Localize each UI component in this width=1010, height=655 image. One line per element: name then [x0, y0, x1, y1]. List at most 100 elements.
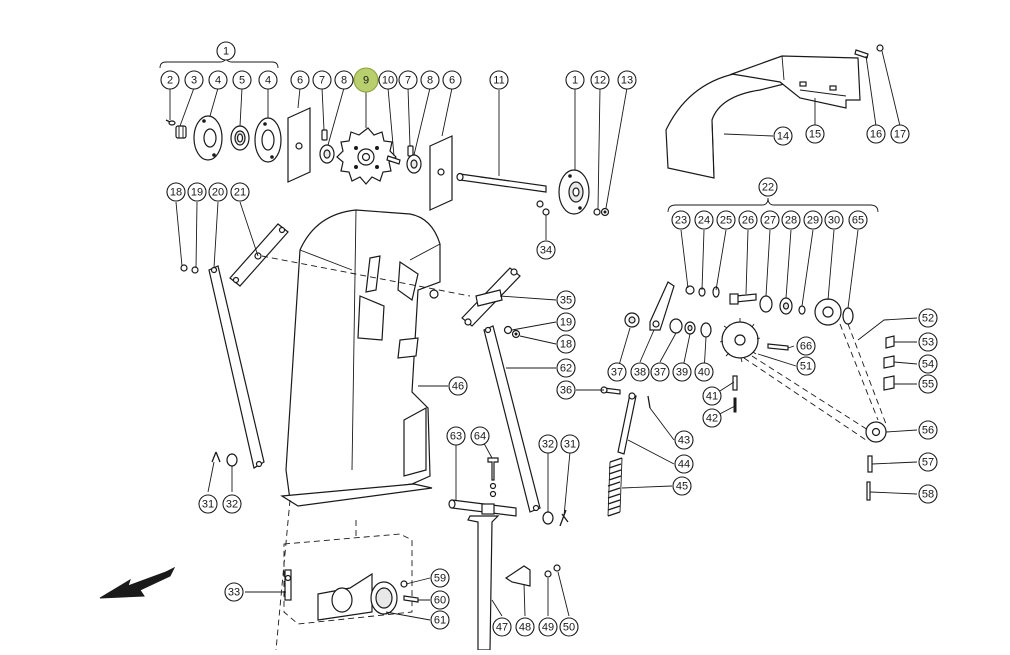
spring-part-45 — [607, 457, 623, 517]
callout-number: 18 — [170, 187, 182, 199]
callout-61: 61 — [430, 610, 450, 630]
callout-1: 1 — [565, 70, 585, 90]
callout-8: 8 — [334, 70, 354, 90]
callout-64: 64 — [470, 426, 490, 446]
plate-part-6-right — [429, 135, 453, 211]
pin-part-31-left — [211, 451, 221, 463]
callout-33: 33 — [224, 582, 244, 602]
callout-49: 49 — [538, 617, 558, 637]
callout-18: 18 — [556, 334, 576, 354]
washers-part-34 — [536, 200, 550, 216]
callout-10: 10 — [378, 70, 398, 90]
callout-56: 56 — [918, 420, 938, 440]
callout-11: 11 — [489, 70, 509, 90]
callout-48: 48 — [515, 617, 535, 637]
seal-ring-part-61 — [370, 581, 398, 615]
washer-part-19-left — [191, 266, 199, 274]
callout-63: 63 — [446, 426, 466, 446]
callout-number: 61 — [434, 615, 446, 627]
callout-number: 3 — [191, 75, 197, 87]
leader-lines — [169, 50, 918, 621]
bushing-part-37-left — [624, 312, 640, 328]
rod-part-44 — [617, 392, 637, 455]
callout-7: 7 — [398, 70, 418, 90]
flange-part-4-left — [193, 115, 223, 161]
washer-part-29 — [798, 305, 806, 315]
callout-number: 4 — [215, 75, 221, 87]
tie-rod-part-62 — [483, 325, 541, 513]
callout-number: 7 — [405, 75, 411, 87]
bolt-part-10 — [386, 155, 401, 165]
callout-number: 16 — [870, 129, 882, 141]
callout-number: 48 — [519, 622, 531, 634]
callout-32: 32 — [222, 494, 242, 514]
callout-number: 17 — [894, 129, 906, 141]
callout-37: 37 — [650, 362, 670, 382]
callout-number: 8 — [341, 75, 347, 87]
callout-number: 45 — [676, 481, 688, 493]
bolt-part-33 — [284, 569, 292, 601]
callout-number: 38 — [634, 367, 646, 379]
callout-39: 39 — [672, 362, 692, 382]
callout-number: 50 — [563, 622, 575, 634]
callout-62: 62 — [556, 358, 576, 378]
bushing-part-37-right — [669, 318, 683, 334]
lever-part-38 — [649, 281, 675, 331]
callout-number: 19 — [191, 187, 203, 199]
nut-part-39 — [684, 321, 696, 335]
washer-part-12 — [593, 208, 601, 216]
callout-number: 25 — [720, 215, 732, 227]
callout-number: 1 — [572, 75, 578, 87]
callout-number: 63 — [450, 431, 462, 443]
callout-number: 18 — [560, 339, 572, 351]
callout-53: 53 — [918, 332, 938, 352]
flange-part-4-right — [254, 117, 282, 163]
bolt-part-66 — [767, 343, 789, 351]
nut-part-13 — [600, 207, 610, 217]
callout-23: 23 — [671, 210, 691, 230]
washer-part-19-right — [503, 325, 513, 335]
callout-number: 43 — [678, 435, 690, 447]
cotter-pin-part-43 — [647, 395, 651, 409]
small-pin-part-2 — [165, 119, 176, 126]
callout-number: 11 — [493, 75, 504, 87]
ring-part-65 — [842, 307, 854, 325]
guard-cover-part-14 — [665, 71, 801, 179]
callout-5: 5 — [232, 70, 252, 90]
callout-number: 37 — [611, 367, 623, 379]
callout-20: 20 — [208, 182, 228, 202]
chain-link-part-55 — [883, 375, 895, 391]
callout-number: 53 — [922, 337, 934, 349]
callout-number: 55 — [922, 379, 934, 391]
chain-link-part-53 — [885, 335, 895, 349]
callout-40: 40 — [694, 362, 714, 382]
callout-number: 15 — [809, 129, 821, 141]
callout-number: 49 — [542, 622, 554, 634]
callout-6: 6 — [290, 70, 310, 90]
callout-number: 6 — [297, 75, 303, 87]
callout-43: 43 — [674, 430, 694, 450]
bushing-part-28 — [779, 297, 793, 315]
callout-number: 41 — [706, 391, 718, 403]
arm-plate-part-35 — [461, 267, 521, 327]
callout-16: 16 — [866, 124, 886, 144]
callout-52: 52 — [918, 308, 938, 328]
callout-number: 58 — [922, 489, 934, 501]
callout-number: 28 — [785, 215, 797, 227]
callout-number: 54 — [922, 359, 934, 371]
callout-number: 12 — [594, 75, 606, 87]
bolt-part-26 — [729, 293, 757, 305]
key-part-7-right — [407, 145, 414, 157]
callout-8: 8 — [420, 70, 440, 90]
plate-part-6-left — [287, 107, 311, 183]
callout-19: 19 — [556, 312, 576, 332]
callout-14: 14 — [773, 126, 793, 146]
callout-number: 8 — [427, 75, 433, 87]
callout-55: 55 — [918, 374, 938, 394]
callout-37: 37 — [607, 362, 627, 382]
callout-number: 56 — [922, 425, 934, 437]
callout-22: 22 — [758, 177, 778, 197]
callout-number: 59 — [434, 573, 446, 585]
